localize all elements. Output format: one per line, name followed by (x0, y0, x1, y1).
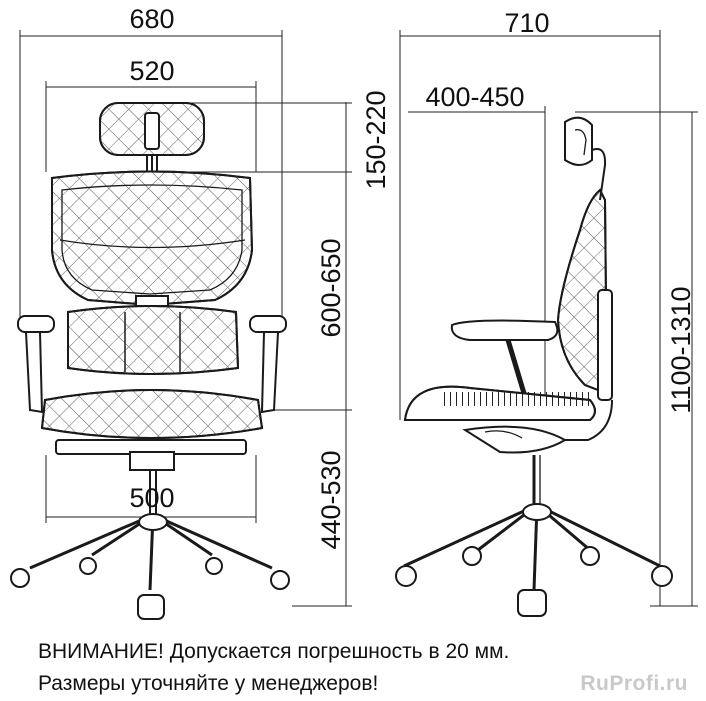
dim-seat-height: 440-530 (316, 450, 346, 549)
dim-front-back-width: 520 (129, 56, 174, 86)
front-view-chair (10, 102, 290, 620)
dim-front-overall-width: 680 (129, 4, 174, 34)
watermark: RuProfi.ru (580, 672, 688, 695)
dim-front-base-width: 500 (129, 483, 174, 513)
notice-line-1: ВНИМАНИЕ! Допускается погрешность в 20 м… (38, 640, 510, 663)
dim-seat-depth: 400-450 (425, 82, 524, 112)
side-view-chair (395, 116, 673, 617)
dimension-lines (19, 30, 698, 607)
dim-back-height: 600-650 (316, 238, 346, 337)
dim-total-height: 1100-1310 (666, 286, 696, 413)
dim-headrest-adjust: 150-220 (361, 90, 391, 189)
dim-side-depth: 710 (504, 8, 549, 38)
notice-line-2: Размеры уточняйте у менеджеров! (38, 672, 379, 695)
